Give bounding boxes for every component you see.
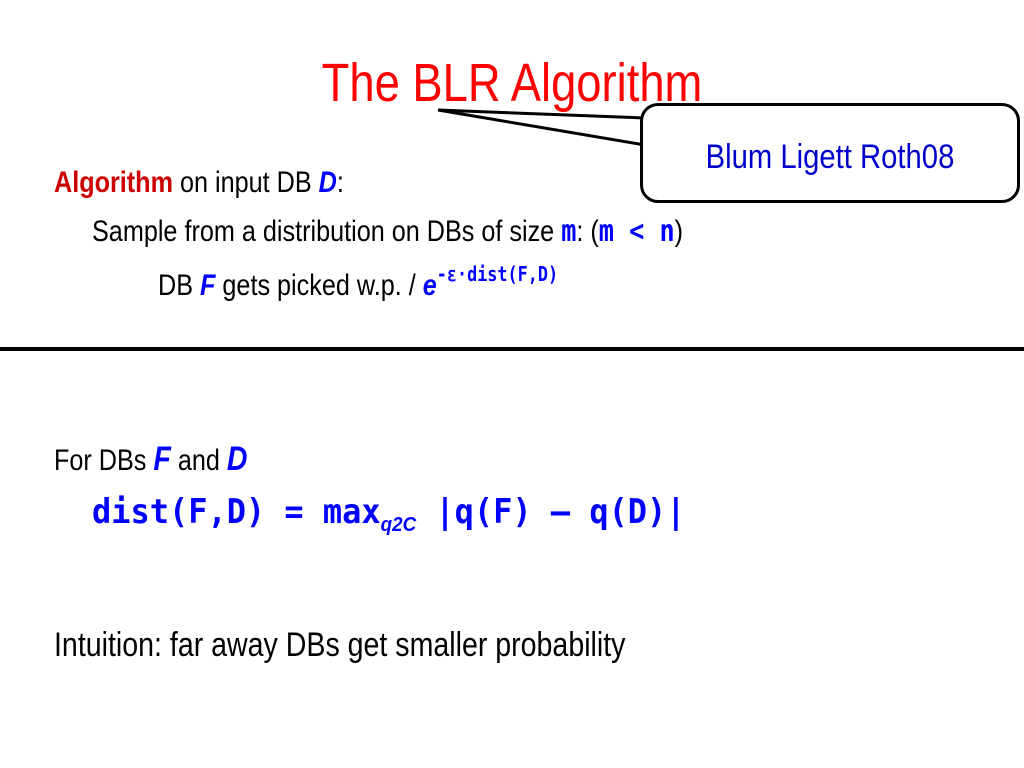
size-condition: m < n: [598, 214, 675, 249]
pick-line: DB F gets picked w.p. / e-ε·dist(F,D): [158, 262, 634, 303]
db-variable-d: D: [318, 166, 337, 199]
and-text: and: [170, 444, 227, 477]
intuition-line: Intuition: far away DBs get smaller prob…: [54, 626, 734, 665]
citation-callout: Blum Ligett Roth08: [640, 103, 1020, 203]
exponent: -ε·dist(F,D): [436, 262, 559, 286]
sample-line: Sample from a distribution on DBs of siz…: [92, 214, 796, 249]
sample-text: Sample from a distribution on DBs of siz…: [92, 215, 562, 248]
e-variable: e: [422, 269, 437, 302]
db-variable-f: F: [200, 269, 216, 302]
algorithm-keyword: Algorithm: [54, 166, 173, 199]
picked-text: gets picked w.p. /: [215, 269, 423, 302]
m-variable: m: [561, 214, 577, 249]
m-colon: : (: [576, 215, 599, 248]
db-label: DB: [158, 269, 201, 302]
algorithm-line: Algorithm on input DB D:: [54, 166, 399, 200]
def-variable-f: F: [153, 440, 171, 478]
definition-line: For DBs F and D: [54, 440, 284, 479]
slide-title: The BLR Algorithm: [321, 53, 703, 113]
for-dbs-text: For DBs: [54, 444, 154, 477]
algorithm-colon: :: [336, 166, 344, 199]
distance-formula: dist(F,D) = maxq2C |q(F) – q(D)|: [92, 492, 723, 537]
def-variable-d: D: [226, 440, 248, 478]
section-divider: [0, 347, 1024, 351]
close-paren: ): [674, 215, 684, 248]
dist-rhs: |q(F) – q(D)|: [416, 492, 686, 532]
citation-text: Blum Ligett Roth08: [705, 138, 955, 176]
algorithm-input-text: on input DB: [172, 166, 319, 199]
dist-subscript: q2C: [380, 514, 417, 536]
intuition-text: Intuition: far away DBs get smaller prob…: [54, 626, 626, 664]
dist-lhs: dist(F,D) = max: [92, 492, 381, 532]
